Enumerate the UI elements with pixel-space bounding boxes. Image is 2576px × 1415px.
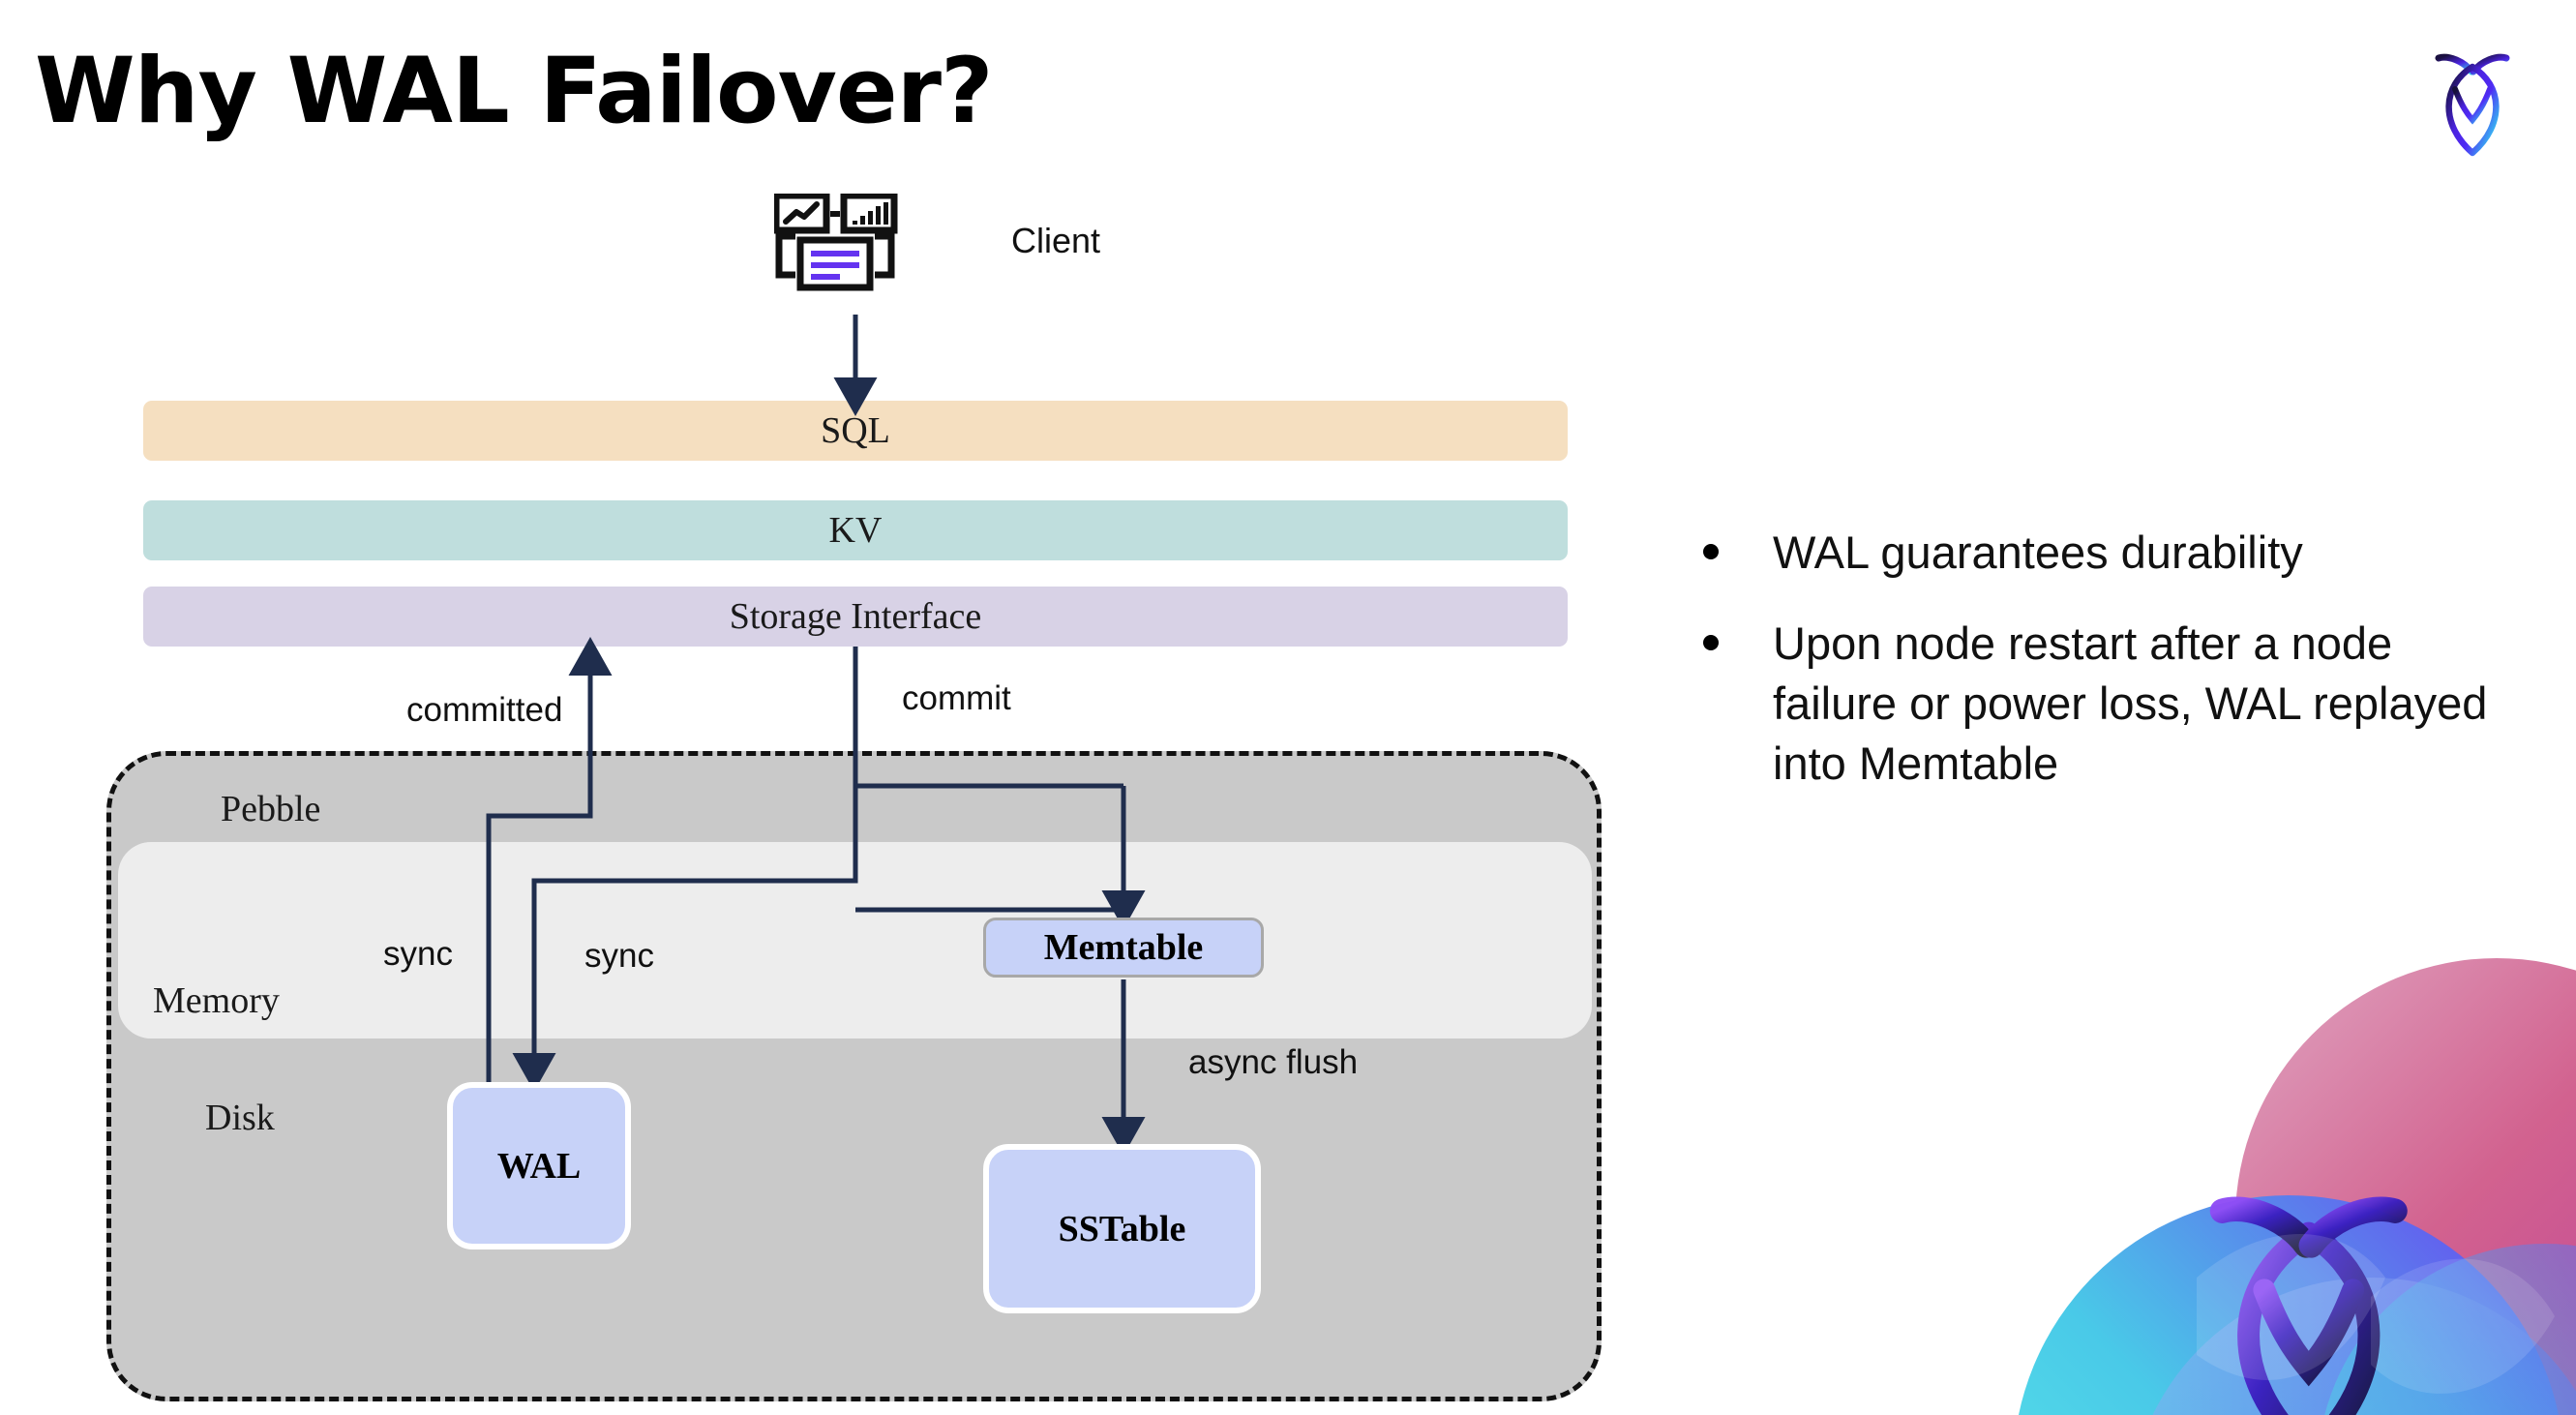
node-label-sstable: SSTable <box>1058 1208 1186 1249</box>
layer-bar-sql: SQL <box>143 401 1568 461</box>
client-icon <box>772 192 929 315</box>
bullet-text: WAL guarantees durability <box>1773 527 2303 578</box>
node-label-memtable: Memtable <box>1043 927 1204 968</box>
layer-label-storage-interface: Storage Interface <box>729 596 982 637</box>
bullet-dot-icon <box>1703 635 1719 651</box>
client-label: Client <box>1011 221 1101 260</box>
decorative-artwork <box>1955 929 2576 1415</box>
node-label-wal: WAL <box>496 1145 582 1187</box>
layer-bar-storage-interface: Storage Interface <box>143 587 1568 647</box>
disk-label: Disk <box>205 1098 275 1138</box>
edge-label-committed: committed <box>406 691 563 729</box>
layer-bar-kv: KV <box>143 500 1568 560</box>
edge-label-async-flush: async flush <box>1188 1043 1359 1081</box>
list-item: Upon node restart after a node failure o… <box>1703 614 2516 794</box>
memory-region <box>118 842 1592 1039</box>
layer-label-kv: KV <box>828 510 883 551</box>
pebble-label: Pebble <box>221 789 321 829</box>
edge-label-commit: commit <box>902 679 1011 717</box>
cockroachdb-logo-icon <box>2410 35 2535 161</box>
edge-label-sync-ack: sync <box>383 935 453 973</box>
layer-label-sql: SQL <box>821 410 890 451</box>
page-title: Why WAL Failover? <box>35 39 994 144</box>
bullet-dot-icon <box>1703 544 1719 559</box>
node-memtable: Memtable <box>983 918 1264 978</box>
node-wal: WAL <box>447 1082 631 1249</box>
edge-label-sync-write: sync <box>584 937 654 975</box>
node-sstable: SSTable <box>983 1144 1261 1313</box>
memory-label: Memory <box>153 980 280 1021</box>
bullet-list: WAL guarantees durability Upon node rest… <box>1703 523 2516 825</box>
bullet-text: Upon node restart after a node failure o… <box>1773 617 2488 790</box>
list-item: WAL guarantees durability <box>1703 523 2516 583</box>
